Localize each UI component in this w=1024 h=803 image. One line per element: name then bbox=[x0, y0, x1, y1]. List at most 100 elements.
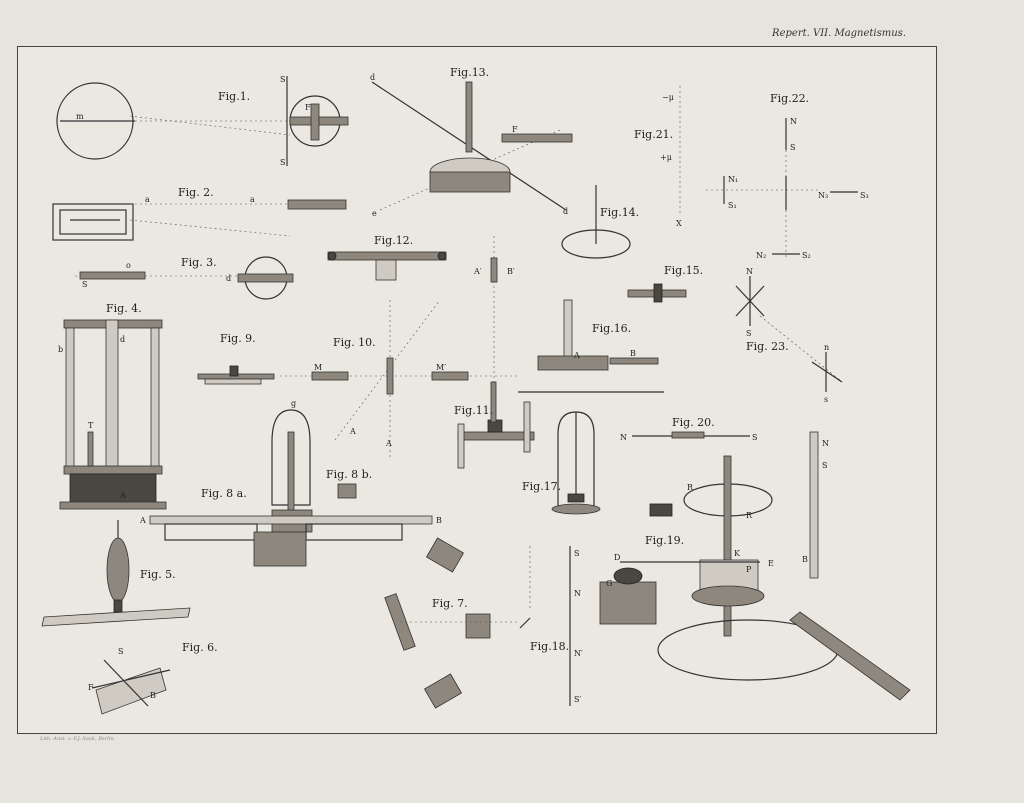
fig19-letter-d: D bbox=[614, 553, 620, 562]
fig16-bar-b bbox=[609, 357, 659, 365]
fig1-sight-line-2 bbox=[129, 115, 291, 136]
fig16-post bbox=[563, 299, 573, 361]
fig20-magnet bbox=[671, 431, 705, 439]
fig7-box-center bbox=[465, 613, 491, 639]
fig5-pendulum bbox=[106, 537, 130, 603]
fig11-magnet bbox=[490, 257, 498, 283]
figure-22: Fig.22. N S N₁ S₁ N₃ S₃ N₂ S₂ bbox=[706, 92, 869, 260]
figure-10: Fig. 10. M M′ A A bbox=[280, 299, 520, 460]
fig13-letter-f: F bbox=[512, 125, 518, 134]
fig16-label: Fig.16. bbox=[592, 322, 631, 335]
fig3-letter-o: o bbox=[126, 261, 131, 270]
fig21-letter-plus: +μ bbox=[660, 153, 672, 162]
fig3-letter-s: S bbox=[82, 280, 87, 289]
fig12-label: Fig.12. bbox=[374, 234, 413, 247]
fig5-stem bbox=[113, 599, 123, 613]
fig11-rod bbox=[490, 381, 497, 423]
fig19-letter-k: K bbox=[734, 549, 741, 558]
fig22-letter-s3: S₃ bbox=[860, 191, 869, 200]
figure-23: Fig. 23. N S n s bbox=[735, 267, 843, 404]
fig23-axis bbox=[759, 315, 841, 381]
fig19-letter-s: S bbox=[822, 461, 827, 470]
fig19-letter-r: R bbox=[687, 483, 694, 492]
fig3-magnet bbox=[79, 271, 146, 280]
figure-11: Fig.11. A′ B′ bbox=[454, 236, 535, 469]
fig10-diagonal bbox=[334, 299, 441, 441]
fig10-letter-a: A bbox=[349, 427, 356, 436]
fig22-letter-n3: N₃ bbox=[818, 191, 828, 200]
fig19-letter-p: P bbox=[746, 565, 752, 574]
fig14-label: Fig.14. bbox=[600, 206, 639, 219]
lithographer-imprint: Lith. Anst. v. F.J. Sauk, Berlin. bbox=[40, 736, 116, 742]
fig19-disc bbox=[691, 585, 765, 607]
fig4-center-rod bbox=[105, 319, 119, 471]
fig10-needle bbox=[386, 357, 394, 395]
fig9-clamp bbox=[229, 365, 239, 377]
figure-5: Fig. 5. bbox=[41, 520, 191, 627]
fig18-label: Fig.18. bbox=[530, 640, 569, 653]
fig11-leg-right bbox=[523, 401, 531, 453]
fig12-end-left bbox=[327, 251, 337, 261]
fig11-bar bbox=[457, 431, 535, 441]
fig3-label: Fig. 3. bbox=[181, 256, 217, 269]
fig16-letter-b: B bbox=[630, 349, 636, 358]
figure-2: Fig. 2. a a bbox=[52, 186, 347, 241]
fig18-needle bbox=[519, 617, 531, 629]
fig19-label: Fig.19. bbox=[645, 534, 684, 547]
fig10-letter-m: M bbox=[314, 363, 322, 372]
fig22-letter-s: S bbox=[790, 143, 795, 152]
fig8a-pedestal bbox=[253, 531, 307, 567]
fig13-letter-d: d bbox=[370, 73, 375, 82]
figure-9: Fig. 9. bbox=[197, 332, 275, 385]
fig19-telescope bbox=[789, 611, 911, 701]
fig4-shelf bbox=[63, 465, 163, 475]
figure-20: Fig. 20. N S bbox=[620, 416, 757, 442]
fig16-letter-a: A bbox=[573, 351, 580, 360]
fig23-letter-s-lower: s bbox=[824, 395, 828, 404]
fig18-letter-s-prime: S′ bbox=[574, 695, 581, 704]
figure-19: Fig.19. R R D E G K P N S B bbox=[599, 431, 911, 701]
fig12-end-right bbox=[437, 251, 447, 261]
fig22-letter-n1: N₁ bbox=[728, 175, 738, 184]
fig19-block bbox=[599, 581, 657, 625]
fig4-right-post bbox=[150, 327, 160, 469]
fig13-letter-e: e bbox=[372, 209, 377, 218]
fig11-leg-left bbox=[457, 423, 465, 469]
fig3-telescope bbox=[237, 273, 294, 283]
fig13-telescope bbox=[501, 133, 573, 143]
fig6-letter-f: F bbox=[88, 683, 94, 692]
fig2-label: Fig. 2. bbox=[178, 186, 214, 199]
fig11-letter-a-prime: A′ bbox=[473, 267, 482, 276]
fig8a-letter-a: A bbox=[139, 516, 146, 525]
figure-8: Fig. 8 a. Fig. 8 b. A B g bbox=[139, 399, 442, 567]
fig17-needle bbox=[567, 493, 585, 503]
fig19-mast bbox=[723, 455, 732, 637]
fig1-letter-s-top: S bbox=[280, 75, 285, 84]
fig22-label: Fig.22. bbox=[770, 92, 809, 105]
fig15-label: Fig.15. bbox=[664, 264, 703, 277]
fig12-post bbox=[375, 259, 397, 281]
fig1-letter-f: F bbox=[305, 103, 311, 112]
fig22-letter-n2: N₂ bbox=[756, 251, 766, 260]
fig2-letter-a-2: a bbox=[250, 195, 255, 204]
fig8a-rod bbox=[287, 431, 295, 513]
fig10-letter-m-prime: M′ bbox=[436, 363, 446, 372]
fig18-letter-n-prime: N′ bbox=[574, 649, 583, 658]
fig17-base bbox=[551, 503, 601, 515]
fig13-mast bbox=[465, 81, 473, 153]
fig8b-label: Fig. 8 b. bbox=[326, 468, 372, 481]
fig19-weight bbox=[649, 503, 673, 517]
fig15-clamp bbox=[653, 283, 663, 303]
fig18-letter-s: S bbox=[574, 549, 579, 558]
fig8a-right-frame bbox=[305, 523, 403, 541]
fig5-plate bbox=[41, 607, 191, 627]
fig1-letter-m: m bbox=[76, 112, 84, 121]
fig2-box bbox=[52, 203, 134, 241]
fig3-letter-d: d bbox=[226, 274, 231, 283]
fig22-letter-s1: S₁ bbox=[728, 201, 737, 210]
fig19-letter-n: N bbox=[822, 439, 829, 448]
fig4-letter-a: A bbox=[119, 491, 126, 500]
figure-13: Fig.13. d d F e bbox=[370, 66, 573, 218]
fig23-letter-s: S bbox=[746, 329, 751, 338]
